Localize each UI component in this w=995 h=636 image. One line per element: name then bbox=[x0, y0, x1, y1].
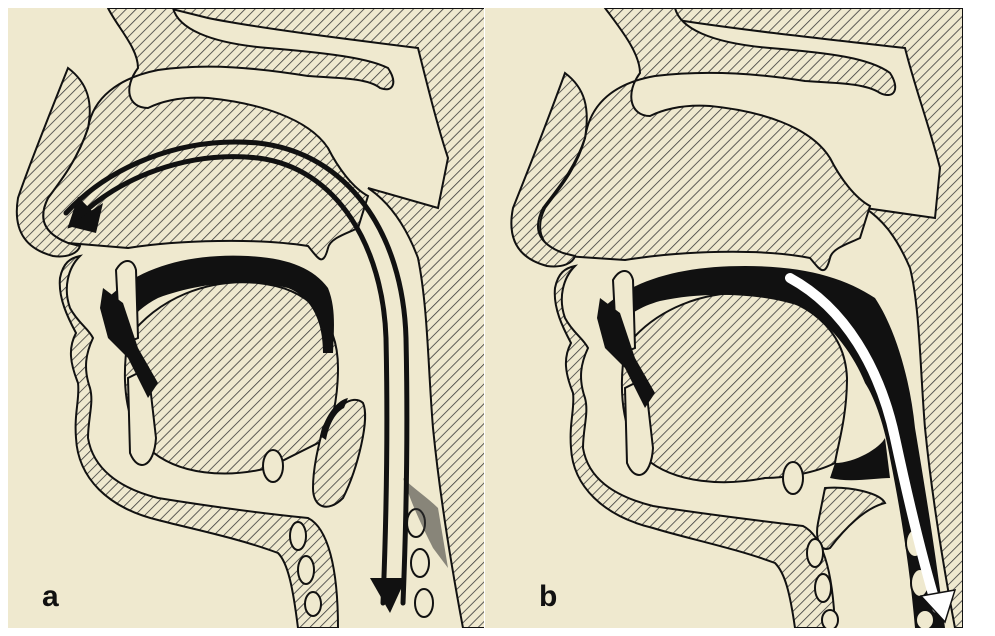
tongue bbox=[125, 282, 338, 473]
panel-label-a: a bbox=[42, 580, 59, 614]
nasal-cavity-roof bbox=[540, 8, 895, 270]
panel-a-drawing bbox=[8, 8, 485, 628]
hyoid bbox=[263, 450, 283, 482]
tongue bbox=[622, 293, 847, 482]
panel-label-b: b bbox=[539, 580, 557, 614]
panel-a: a bbox=[8, 8, 485, 628]
epiglottis bbox=[817, 488, 885, 549]
arrowhead-lungs bbox=[370, 578, 406, 613]
panel-b-drawing bbox=[485, 8, 963, 628]
hyoid bbox=[783, 462, 803, 494]
panel-b: b bbox=[485, 8, 963, 628]
